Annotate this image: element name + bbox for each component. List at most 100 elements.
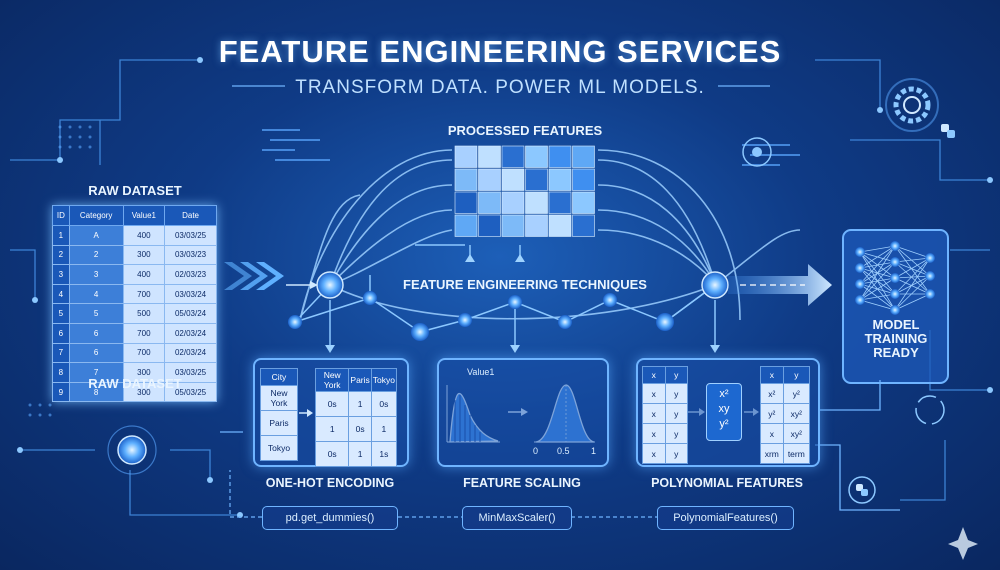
scaling-plot-label: Value1 — [467, 367, 495, 377]
network-neuron — [890, 305, 900, 315]
table-cell: 02/03/24 — [164, 322, 217, 344]
network-edge — [859, 245, 896, 253]
network-edge — [859, 293, 896, 301]
network-edge — [894, 257, 931, 295]
feature-cell — [501, 168, 525, 191]
python-icon-bottom — [848, 476, 876, 504]
page-subtitle: TRANSFORM DATA. POWER ML MODELS. — [295, 77, 705, 98]
poly-cell: y — [664, 403, 688, 424]
polynomial-code: PolynomialFeatures() — [657, 506, 794, 530]
poly-cell: x — [642, 423, 666, 444]
network-edge — [894, 257, 931, 279]
poly-cell: xy² — [782, 403, 811, 424]
one-hot-arrow — [299, 409, 313, 417]
table-cell: 300 — [122, 381, 166, 403]
network-edge — [894, 257, 931, 311]
encoded-cell: 1 — [370, 416, 398, 442]
feature-cell — [572, 145, 595, 168]
network-edge — [894, 275, 931, 279]
network-neuron — [890, 273, 900, 283]
network-neuron — [890, 289, 900, 299]
dot-matrix-left — [28, 125, 92, 417]
poly-cell: x — [642, 383, 666, 404]
poly-cell: x² — [760, 383, 784, 404]
poly-cell: y² — [760, 403, 784, 424]
table-cell: 6 — [52, 322, 70, 344]
feature-cell — [572, 191, 595, 214]
network-edge — [894, 275, 931, 311]
gear-icon — [885, 78, 939, 132]
network-edge — [894, 261, 931, 277]
flow-curves — [299, 149, 801, 321]
table-cell: 500 — [122, 303, 166, 324]
network-neuron — [925, 253, 935, 263]
table-cell: 700 — [122, 283, 166, 305]
table-cell: 4 — [52, 283, 70, 305]
network-lines — [294, 244, 716, 345]
scaling-tick: 0.5 — [557, 446, 570, 456]
input-chevrons — [224, 262, 284, 290]
table-cell: 05/03/25 — [164, 381, 217, 403]
network-edge — [894, 257, 931, 263]
table-cell: 700 — [122, 322, 166, 344]
table-cell: 6 — [68, 322, 124, 344]
encoded-cell: 0s — [348, 416, 372, 442]
processed-features-grid — [454, 145, 595, 237]
network-edge — [859, 245, 896, 269]
table-header-cell: Category — [68, 205, 124, 226]
table-cell: 700 — [122, 342, 166, 364]
feature-cell — [454, 168, 478, 191]
feature-cell — [548, 145, 572, 168]
page-title: FEATURE ENGINEERING SERVICES — [218, 34, 782, 69]
poly-cell: x — [642, 403, 666, 424]
table-cell: 6 — [68, 342, 124, 364]
poly-cell: y — [664, 423, 688, 444]
city-header: City — [260, 368, 298, 386]
table-cell: 400 — [122, 264, 166, 285]
network-neuron — [890, 257, 900, 267]
network-edge — [894, 275, 931, 295]
network-edge — [859, 277, 896, 301]
poly-cell: x — [642, 443, 666, 464]
scaling-code: MinMaxScaler() — [462, 506, 572, 530]
table-cell: 7 — [52, 342, 70, 364]
feature-cell — [501, 191, 525, 214]
poly-header-cell: x — [642, 366, 666, 384]
table-header-cell: Value1 — [122, 205, 166, 226]
table-cell: 300 — [122, 244, 166, 266]
feature-cell — [548, 168, 572, 191]
network-neuron — [855, 263, 865, 273]
python-icon — [941, 124, 955, 138]
poly-header-cell: x — [760, 366, 784, 384]
network-edge — [894, 245, 931, 277]
table-cell: 8 — [52, 362, 70, 383]
table-cell: 1 — [52, 225, 70, 246]
raw-dataset-label-top: RAW DATASET — [88, 183, 182, 198]
circuit-dots — [17, 57, 993, 518]
sparkle-icon — [948, 527, 978, 560]
techniques-label: FEATURE ENGINEERING TECHNIQUES — [403, 277, 647, 292]
city-cell: Paris — [260, 410, 298, 436]
table-cell: 5 — [52, 303, 70, 324]
feature-cell — [478, 214, 501, 237]
network-neuron — [855, 295, 865, 305]
table-header-cell: Date — [164, 205, 217, 226]
encoded-cell: 0s — [314, 391, 350, 417]
network-edge — [894, 245, 931, 259]
feature-cell — [478, 168, 501, 191]
poly-cell: y — [664, 383, 688, 404]
feature-cell — [572, 168, 595, 191]
one-hot-code: pd.get_dummies() — [262, 506, 398, 530]
network-nodes — [107, 271, 729, 475]
feature-cell — [478, 145, 501, 168]
table-cell: 3 — [68, 264, 124, 285]
network-neuron — [890, 241, 900, 251]
network-neuron — [855, 247, 865, 257]
